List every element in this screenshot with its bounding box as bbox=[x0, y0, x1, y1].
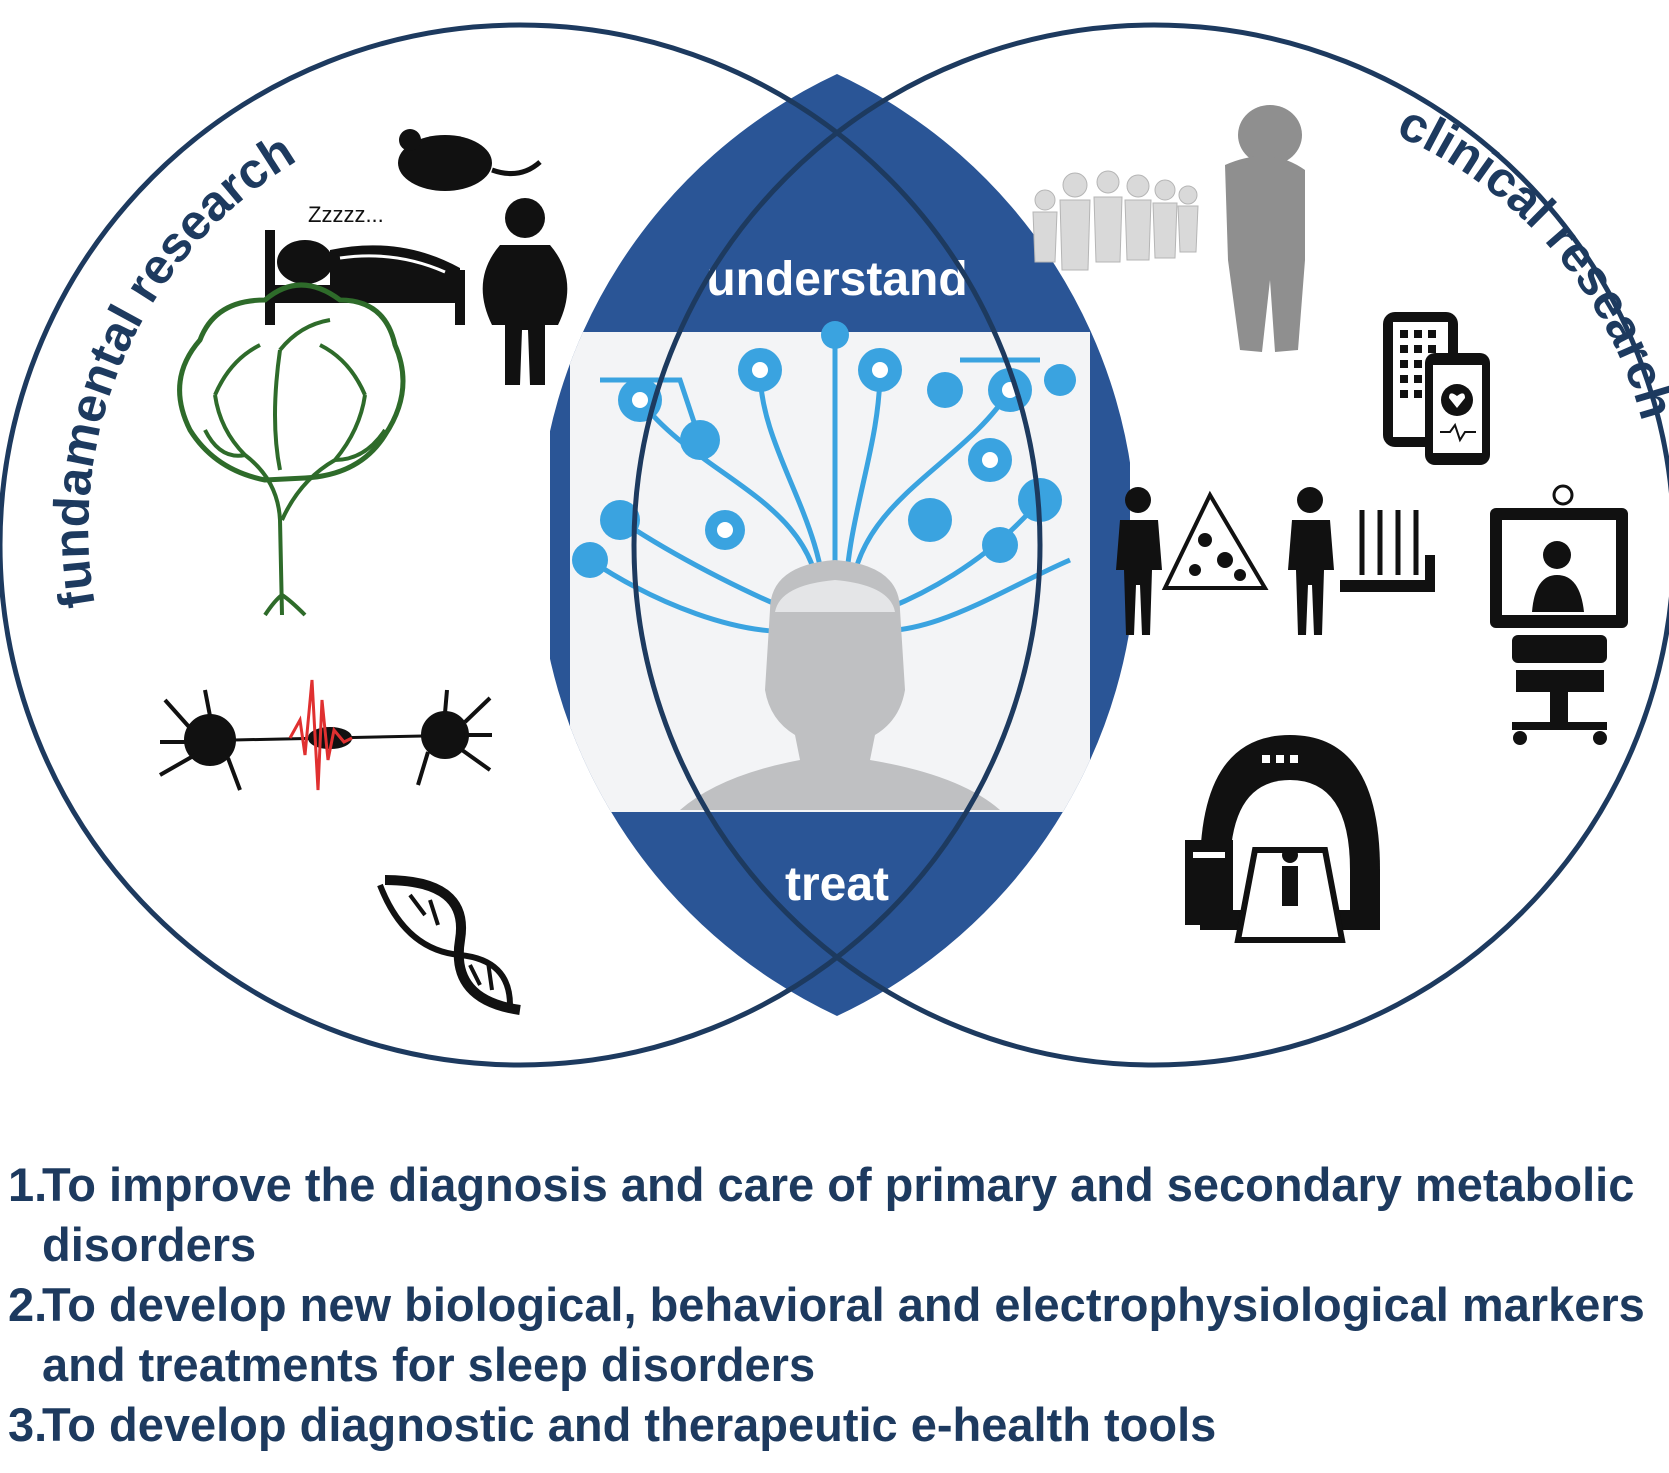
mouse-icon bbox=[398, 129, 542, 191]
obese-person-icon bbox=[482, 198, 568, 385]
brain-tree-icon bbox=[177, 282, 406, 617]
crowd-icon bbox=[1032, 170, 1199, 271]
goal-item-1: 1. To improve the diagnosis and care of … bbox=[8, 1155, 1663, 1275]
lab-tests-icon bbox=[1288, 487, 1435, 635]
understand-label: understand bbox=[706, 253, 967, 306]
wearable-device-icon bbox=[1383, 312, 1490, 465]
treat-label: treat bbox=[785, 858, 889, 911]
goal-number: 2. bbox=[8, 1278, 48, 1331]
fundamental-research-label: fundamental research bbox=[43, 122, 304, 612]
sad-person-icon bbox=[1225, 105, 1305, 352]
goal-text: To improve the diagnosis and care of pri… bbox=[42, 1158, 1635, 1271]
head-network-icon bbox=[572, 321, 1076, 810]
sleeping-person-icon bbox=[265, 230, 465, 325]
goal-text: To develop diagnostic and therapeutic e-… bbox=[42, 1398, 1217, 1451]
neuron-signal-icon bbox=[159, 679, 492, 791]
goals-list: 1. To improve the diagnosis and care of … bbox=[8, 1155, 1663, 1455]
goal-number: 3. bbox=[8, 1398, 48, 1451]
zzz-icon: Zzzzz... bbox=[308, 202, 384, 227]
goal-item-2: 2. To develop new biological, behavioral… bbox=[8, 1275, 1663, 1395]
nutrition-icon bbox=[1116, 487, 1269, 635]
mri-scanner-icon bbox=[1185, 735, 1380, 943]
goal-number: 1. bbox=[8, 1158, 48, 1211]
telemedicine-icon bbox=[1490, 484, 1628, 745]
clinical-research-circle bbox=[631, 22, 1669, 1068]
dna-icon bbox=[377, 875, 521, 1015]
goal-text: To develop new biological, behavioral an… bbox=[42, 1278, 1645, 1391]
fundamental-research-circle bbox=[0, 22, 1043, 1068]
goal-item-3: 3. To develop diagnostic and therapeutic… bbox=[8, 1395, 1663, 1455]
